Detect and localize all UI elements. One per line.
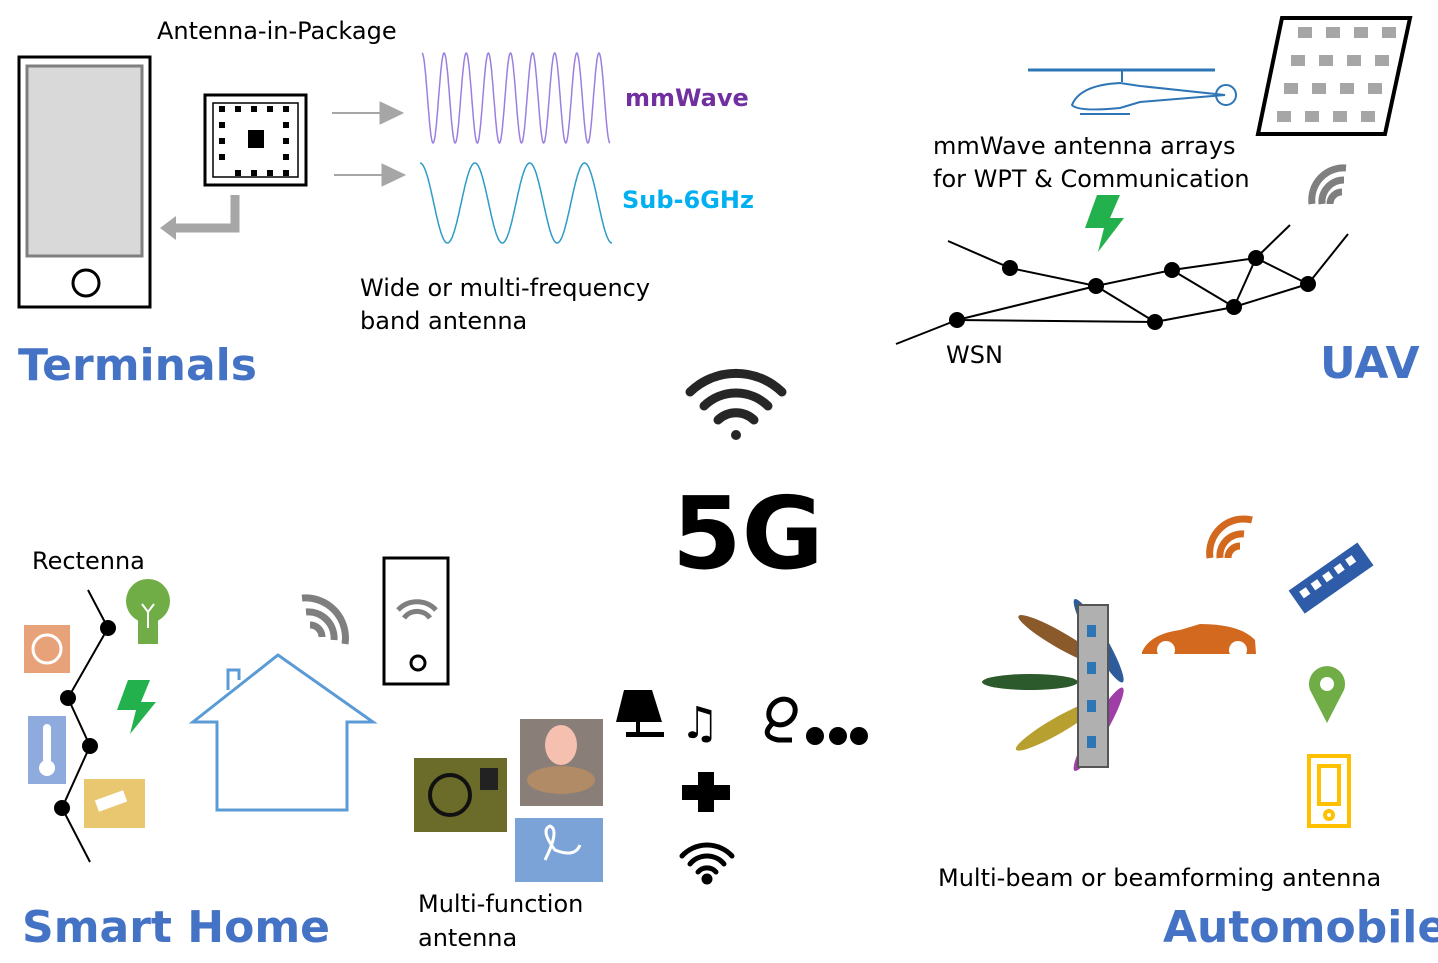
5g-title: 5G: [672, 475, 824, 592]
lightning-icon: [1085, 195, 1124, 252]
mmwave-arrays-line2: for WPT & Communication: [933, 165, 1250, 193]
array-element: [1375, 55, 1389, 66]
plus-icon: [682, 772, 730, 812]
chip-pad: [219, 138, 225, 144]
fan-icon: [24, 625, 70, 673]
array-element: [1305, 111, 1319, 122]
array-element: [1368, 83, 1382, 94]
mmwave-label: mmWave: [625, 84, 749, 112]
wireless-signal-icon: [1308, 164, 1347, 205]
chip-pad: [219, 106, 225, 112]
camera-icon: [84, 779, 145, 828]
array-element: [1291, 55, 1305, 66]
antenna-array-panel-icon: [1255, 16, 1413, 136]
array-element: [1326, 27, 1340, 38]
terminals-title: Terminals: [18, 340, 257, 391]
array-element: [1382, 27, 1396, 38]
train-icon: [1288, 542, 1374, 614]
antenna-description-line2: band antenna: [360, 307, 527, 335]
antenna-description-line1: Wide or multi-frequency: [360, 274, 650, 302]
chip-pad: [283, 106, 289, 112]
smartphone-icon: [17, 55, 152, 309]
sub6ghz-label: Sub-6GHz: [622, 186, 754, 214]
wifi-icon: [685, 368, 787, 440]
multifunction-line2: antenna: [418, 924, 517, 952]
array-element: [1298, 27, 1312, 38]
device-photo-lamp: [520, 719, 603, 806]
array-element: [1277, 111, 1291, 122]
location-pin-icon: [1309, 666, 1346, 723]
rectenna-label: Rectenna: [32, 547, 145, 575]
return-arrow-icon: [172, 195, 240, 233]
chip-pad: [267, 106, 273, 112]
desk-lamp-icon: [616, 690, 664, 737]
wifi-icon: [679, 842, 735, 885]
beamforming-label: Multi-beam or beamforming antenna: [938, 864, 1381, 892]
multifunction-line1: Multi-function: [418, 890, 583, 918]
array-element: [1284, 83, 1298, 94]
chip-pad: [251, 106, 257, 112]
chip-pad: [251, 170, 257, 176]
antenna-in-package-label: Antenna-in-Package: [157, 17, 397, 45]
chip-pad: [267, 170, 273, 176]
device-photo-swan: [515, 818, 603, 882]
array-element: [1347, 55, 1361, 66]
ellipsis-icon: [806, 727, 868, 745]
array-element: [1340, 83, 1354, 94]
chip-pad: [283, 122, 289, 128]
smart-home-title: Smart Home: [22, 902, 330, 953]
chip-pad: [219, 154, 225, 160]
router-icon: [382, 556, 450, 686]
phone-icon: [1307, 754, 1351, 828]
antenna-in-package-chip-icon: [203, 93, 308, 187]
mmwave-signal-wave: [421, 51, 611, 145]
lightbulb-icon: [126, 579, 170, 644]
chip-pad: [219, 122, 225, 128]
chip-pad: [283, 138, 289, 144]
wsn-label: WSN: [946, 341, 1003, 369]
antenna-array-bar: [1077, 604, 1109, 768]
chip-pad: [235, 170, 241, 176]
sub6ghz-signal-wave: [419, 162, 613, 244]
wsn-nodes: [949, 250, 1316, 330]
plug-icon: [764, 696, 798, 743]
chip-pad: [283, 170, 289, 176]
array-element: [1319, 55, 1333, 66]
array-element: [1354, 27, 1368, 38]
thermometer-icon: [28, 716, 66, 784]
automobile-title: Automobile: [1163, 902, 1438, 953]
helicopter-icon: [1028, 68, 1237, 115]
wireless-signal-icon: [1206, 515, 1253, 559]
array-element: [1312, 83, 1326, 94]
device-photo-charger: [414, 758, 507, 832]
music-note-icon: ♫: [680, 698, 719, 749]
lightning-icon: [117, 680, 156, 734]
car-icon: [1142, 624, 1256, 659]
array-element: [1333, 111, 1347, 122]
chip-pad: [283, 154, 289, 160]
chip-pad: [235, 106, 241, 112]
house-icon: [188, 653, 378, 812]
uav-title: UAV: [1320, 338, 1420, 389]
wsn-network: [895, 224, 1349, 345]
mmwave-arrays-line1: mmWave antenna arrays: [933, 132, 1236, 160]
wireless-signal-icon: [301, 594, 349, 645]
array-element: [1361, 111, 1375, 122]
arrow-icon: [332, 101, 407, 187]
